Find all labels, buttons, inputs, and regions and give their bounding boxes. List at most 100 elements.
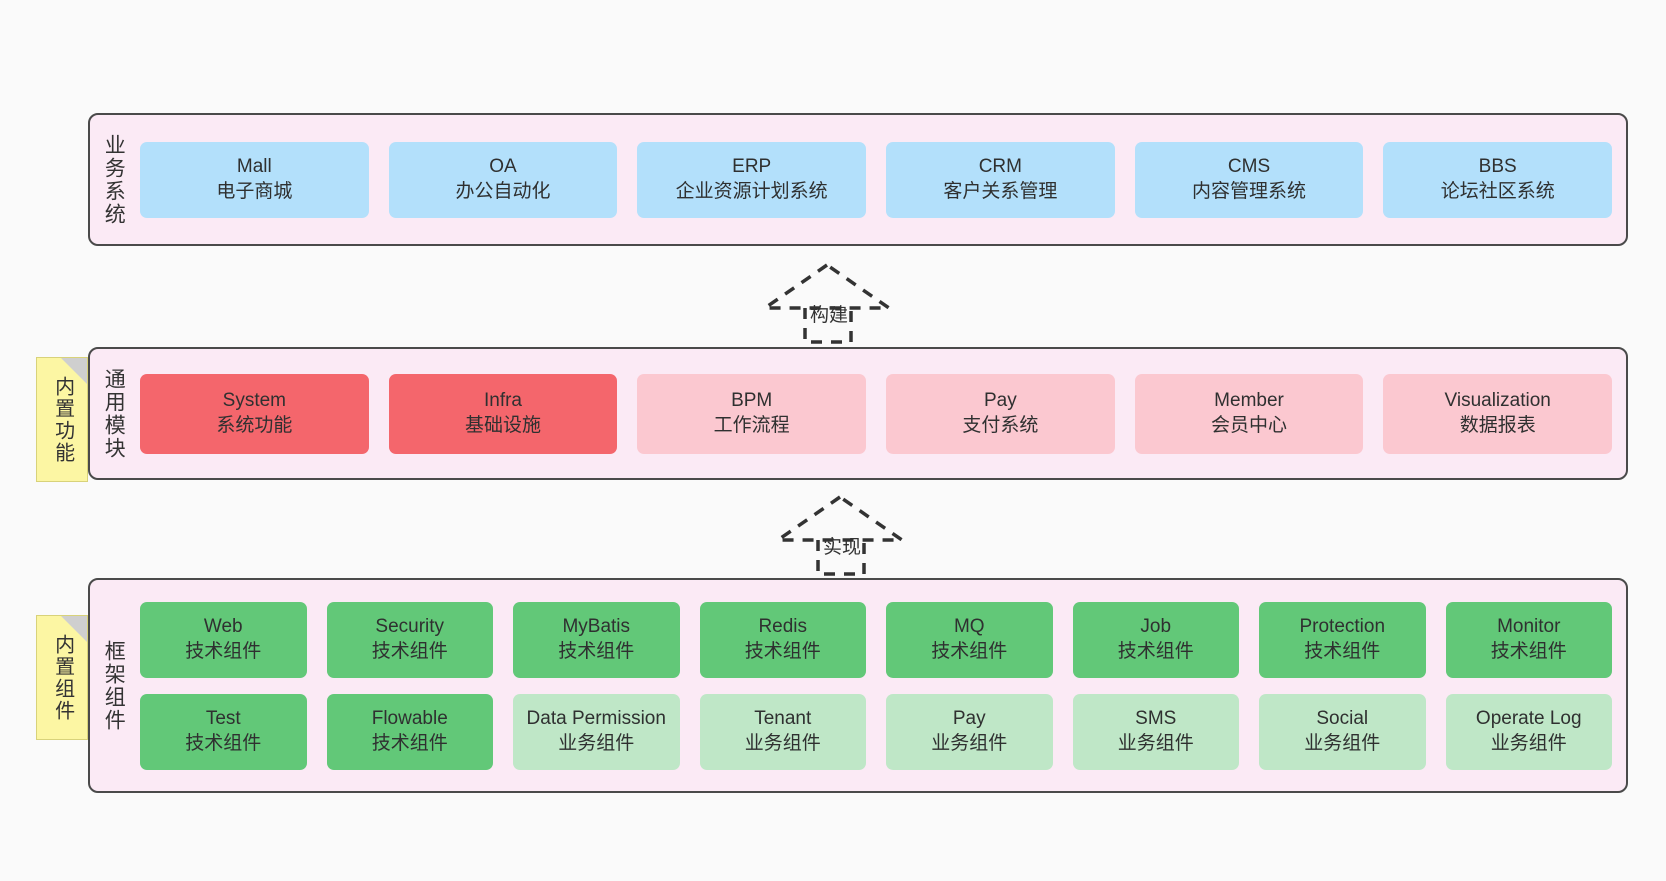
node-monitor-desc: 技术组件 bbox=[1490, 640, 1567, 662]
note-builtin-features-label: 内置功能 bbox=[51, 375, 74, 464]
layer-modules-body: System 系统功能 Infra 基础设施 BPM 工作流程 Pay 支付系统… bbox=[136, 349, 1626, 478]
node-crm[interactable]: CRM 客户关系管理 bbox=[886, 141, 1115, 218]
node-operate-log-desc: 业务组件 bbox=[1490, 732, 1567, 754]
layer-framework-title: 框架组件 bbox=[102, 639, 126, 732]
node-mybatis-name: MyBatis bbox=[562, 616, 631, 638]
node-mall[interactable]: Mall 电子商城 bbox=[140, 141, 369, 218]
node-social-desc: 业务组件 bbox=[1304, 732, 1381, 754]
node-sms[interactable]: SMS 业务组件 bbox=[1072, 693, 1239, 770]
node-security[interactable]: Security 技术组件 bbox=[326, 601, 493, 678]
node-erp-name: ERP bbox=[732, 156, 772, 178]
node-test-desc: 技术组件 bbox=[185, 732, 262, 754]
node-mybatis[interactable]: MyBatis 技术组件 bbox=[513, 601, 680, 678]
node-member-desc: 会员中心 bbox=[1211, 414, 1288, 436]
node-sms-name: SMS bbox=[1135, 708, 1177, 730]
node-test[interactable]: Test 技术组件 bbox=[140, 693, 307, 770]
node-pay-component-name: Pay bbox=[952, 708, 986, 730]
node-pay-module-desc: 支付系统 bbox=[962, 414, 1039, 436]
layer-common-modules: 通用模块 System 系统功能 Infra 基础设施 BPM 工作流程 Pay… bbox=[88, 347, 1628, 480]
node-flowable-desc: 技术组件 bbox=[371, 732, 448, 754]
node-system-desc: 系统功能 bbox=[216, 414, 293, 436]
node-tenant-desc: 业务组件 bbox=[744, 732, 821, 754]
node-infra-desc: 基础设施 bbox=[465, 414, 542, 436]
node-test-name: Test bbox=[205, 708, 241, 730]
node-cms[interactable]: CMS 内容管理系统 bbox=[1134, 141, 1364, 218]
node-redis-name: Redis bbox=[758, 616, 808, 638]
node-pay-module[interactable]: Pay 支付系统 bbox=[886, 373, 1115, 454]
node-job-desc: 技术组件 bbox=[1117, 640, 1194, 662]
node-infra[interactable]: Infra 基础设施 bbox=[388, 373, 618, 454]
node-mall-name: Mall bbox=[236, 156, 272, 178]
node-visualization-desc: 数据报表 bbox=[1459, 414, 1536, 436]
node-job[interactable]: Job 技术组件 bbox=[1072, 601, 1239, 678]
node-oa-desc: 办公自动化 bbox=[455, 180, 551, 202]
node-bpm-name: BPM bbox=[731, 390, 773, 412]
layer-business-body: Mall 电子商城 OA 办公自动化 ERP 企业资源计划系统 CRM 客户关系… bbox=[136, 115, 1626, 244]
layer-business-systems: 业务系统 Mall 电子商城 OA 办公自动化 ERP 企业资源计划系统 CRM… bbox=[88, 113, 1628, 246]
layer-framework-body: Web 技术组件 Security 技术组件 MyBatis 技术组件 Redi… bbox=[136, 580, 1626, 791]
node-security-name: Security bbox=[375, 616, 445, 638]
note-fold-corner-icon bbox=[61, 358, 87, 384]
note-builtin-components: 内置组件 bbox=[36, 615, 88, 740]
framework-row-business: Test 技术组件 Flowable 技术组件 Data Permission … bbox=[140, 693, 1612, 770]
node-protection-name: Protection bbox=[1299, 616, 1386, 638]
node-mq-desc: 技术组件 bbox=[931, 640, 1008, 662]
framework-row-technical: Web 技术组件 Security 技术组件 MyBatis 技术组件 Redi… bbox=[140, 601, 1612, 678]
node-pay-module-name: Pay bbox=[983, 390, 1017, 412]
node-pay-component[interactable]: Pay 业务组件 bbox=[886, 693, 1053, 770]
node-crm-name: CRM bbox=[978, 156, 1022, 178]
layer-business-row: Mall 电子商城 OA 办公自动化 ERP 企业资源计划系统 CRM 客户关系… bbox=[140, 141, 1613, 218]
node-tenant[interactable]: Tenant 业务组件 bbox=[699, 693, 866, 770]
node-sms-desc: 业务组件 bbox=[1117, 732, 1194, 754]
node-operate-log[interactable]: Operate Log 业务组件 bbox=[1445, 693, 1612, 770]
node-infra-name: Infra bbox=[483, 390, 523, 412]
node-redis-desc: 技术组件 bbox=[744, 640, 821, 662]
connector-build: 构建 bbox=[755, 260, 905, 345]
node-bpm[interactable]: BPM 工作流程 bbox=[637, 373, 867, 454]
node-bbs-desc: 论坛社区系统 bbox=[1440, 180, 1555, 202]
node-bbs-name: BBS bbox=[1478, 156, 1517, 178]
node-erp[interactable]: ERP 企业资源计划系统 bbox=[637, 141, 867, 218]
node-oa[interactable]: OA 办公自动化 bbox=[388, 141, 618, 218]
note-builtin-features: 内置功能 bbox=[36, 357, 88, 482]
node-monitor-name: Monitor bbox=[1497, 616, 1561, 638]
node-oa-name: OA bbox=[489, 156, 517, 178]
node-data-permission-name: Data Permission bbox=[526, 708, 666, 730]
node-data-permission-desc: 业务组件 bbox=[558, 732, 635, 754]
node-tenant-name: Tenant bbox=[754, 708, 812, 730]
node-visualization[interactable]: Visualization 数据报表 bbox=[1383, 373, 1613, 454]
node-operate-log-name: Operate Log bbox=[1475, 708, 1582, 730]
node-web-name: Web bbox=[203, 616, 243, 638]
node-social[interactable]: Social 业务组件 bbox=[1259, 693, 1426, 770]
node-cms-name: CMS bbox=[1227, 156, 1271, 178]
node-redis[interactable]: Redis 技术组件 bbox=[699, 601, 866, 678]
node-mybatis-desc: 技术组件 bbox=[558, 640, 635, 662]
node-system-name: System bbox=[222, 390, 287, 412]
node-monitor[interactable]: Monitor 技术组件 bbox=[1445, 601, 1612, 678]
layer-business-title: 业务系统 bbox=[102, 133, 126, 226]
node-crm-desc: 客户关系管理 bbox=[943, 180, 1058, 202]
node-mall-desc: 电子商城 bbox=[216, 180, 293, 202]
layer-framework-components: 框架组件 Web 技术组件 Security 技术组件 MyBatis 技术组件… bbox=[88, 578, 1628, 793]
node-web-desc: 技术组件 bbox=[185, 640, 262, 662]
node-flowable[interactable]: Flowable 技术组件 bbox=[326, 693, 493, 770]
node-pay-component-desc: 业务组件 bbox=[931, 732, 1008, 754]
node-web[interactable]: Web 技术组件 bbox=[140, 601, 307, 678]
node-social-name: Social bbox=[1316, 708, 1369, 730]
node-visualization-name: Visualization bbox=[1444, 390, 1551, 412]
node-system[interactable]: System 系统功能 bbox=[140, 373, 369, 454]
note-builtin-components-label: 内置组件 bbox=[51, 633, 74, 722]
node-mq-name: MQ bbox=[953, 616, 985, 638]
node-erp-desc: 企业资源计划系统 bbox=[675, 180, 828, 202]
node-data-permission[interactable]: Data Permission 业务组件 bbox=[513, 693, 680, 770]
node-protection[interactable]: Protection 技术组件 bbox=[1259, 601, 1426, 678]
node-flowable-name: Flowable bbox=[371, 708, 448, 730]
node-security-desc: 技术组件 bbox=[371, 640, 448, 662]
node-bpm-desc: 工作流程 bbox=[713, 414, 790, 436]
layer-modules-row: System 系统功能 Infra 基础设施 BPM 工作流程 Pay 支付系统… bbox=[140, 373, 1613, 454]
node-bbs[interactable]: BBS 论坛社区系统 bbox=[1383, 141, 1613, 218]
note-fold-corner-icon bbox=[61, 616, 87, 642]
connector-implement: 实现 bbox=[768, 492, 918, 577]
node-member[interactable]: Member 会员中心 bbox=[1134, 373, 1364, 454]
node-mq[interactable]: MQ 技术组件 bbox=[886, 601, 1053, 678]
